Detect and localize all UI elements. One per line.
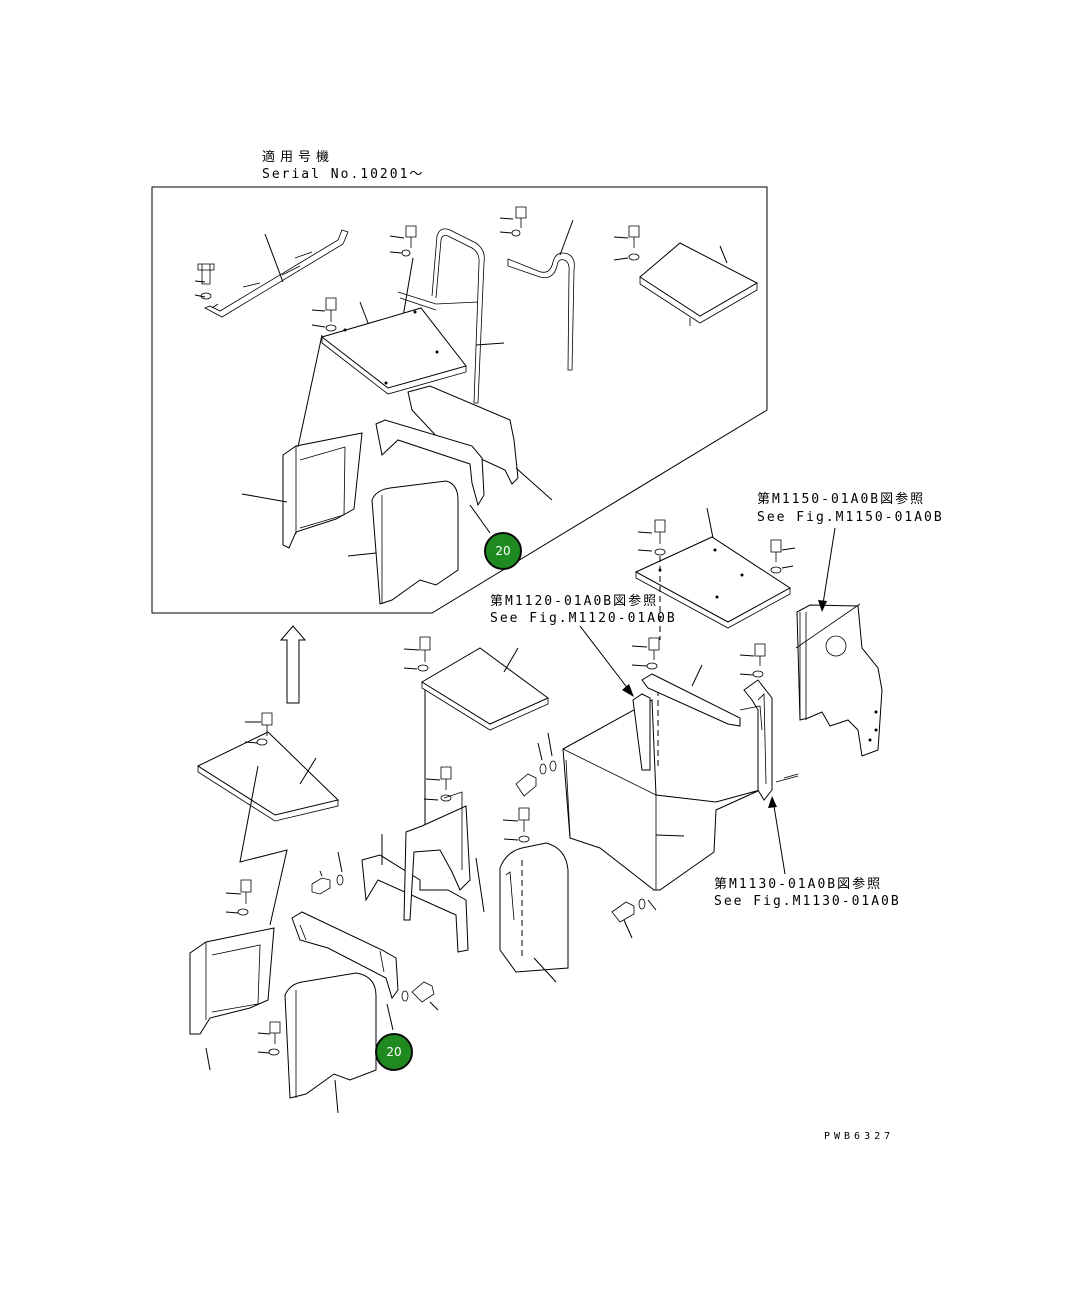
applicability-serial: Serial No.10201～: [262, 167, 425, 182]
reference-leaders: [579, 527, 836, 875]
inset-top-plate: [639, 242, 759, 326]
reference-m1130-jp: 第M1130-01A0B図参照: [714, 877, 883, 892]
main-side-frame-right: [795, 603, 883, 757]
main-front-cover-right: [499, 732, 569, 983]
inset-side-cover-left: [241, 334, 363, 549]
reference-m1120-en: See Fig.M1120-01A0B: [490, 611, 677, 626]
main-support-bars: [632, 664, 799, 801]
callout-marker[interactable]: 20: [375, 1033, 413, 1071]
inset-front-cover: [347, 480, 459, 605]
callout-marker[interactable]: 20: [484, 532, 522, 570]
inset-bolts: [311, 206, 640, 332]
reference-m1150-jp: 第M1150-01A0B図参照: [757, 492, 926, 507]
main-plate-middle: [403, 636, 549, 825]
inset-handrail-left: [194, 229, 349, 318]
reference-m1150-en: See Fig.M1150-01A0B: [757, 510, 944, 525]
inset-handrail-curved: [507, 219, 575, 371]
inset-brackets: [375, 385, 553, 507]
main-front-cover: [257, 972, 377, 1114]
reference-m1120-jp: 第M1120-01A0B図参照: [490, 594, 659, 609]
main-side-cover-left: [189, 879, 275, 1071]
applicability-title: 適用号機: [262, 150, 335, 165]
reference-m1130-en: See Fig.M1130-01A0B: [714, 894, 901, 909]
callout-leaders: [386, 504, 491, 1031]
inset-cover-plate: [320, 301, 467, 395]
main-large-panel: [562, 699, 761, 939]
main-plate-left: [196, 712, 340, 926]
main-frame-structure: [311, 766, 485, 1011]
main-bracket: [291, 911, 399, 1000]
up-arrow: [279, 625, 307, 704]
drawing-code: PWB6327: [824, 1131, 895, 1142]
main-plate-top-right: [631, 507, 796, 770]
inset-frame: [151, 186, 768, 614]
